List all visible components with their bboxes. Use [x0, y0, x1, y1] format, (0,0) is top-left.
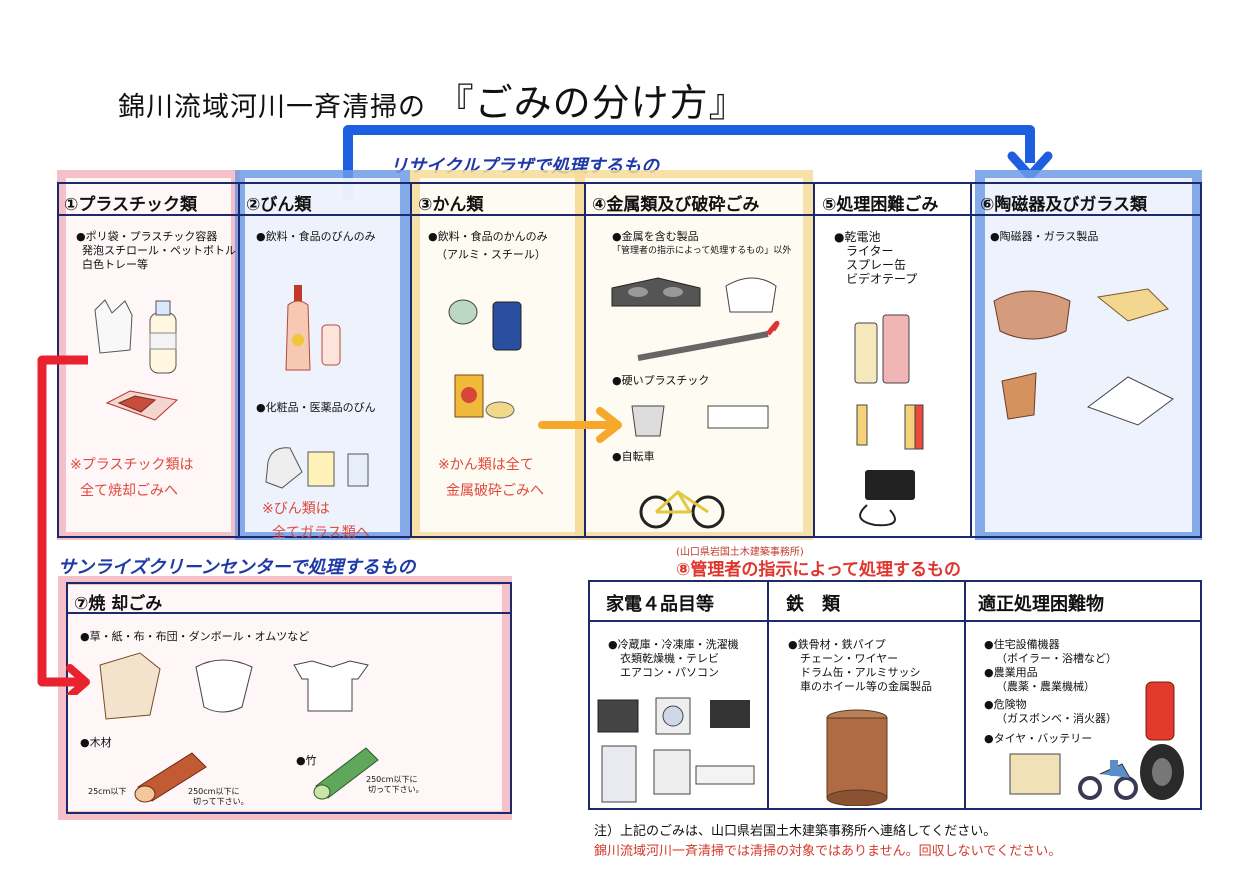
glass-item-1: ●陶磁器・ガラス製品 [990, 230, 1099, 243]
header-plastic: ①プラスチック類 [64, 195, 198, 215]
bicycle-icon [639, 490, 725, 529]
plastic-note-1: ※プラスチック類は [70, 457, 194, 473]
difficult-item-3: スプレー缶 [846, 258, 907, 272]
ceramics-icon [993, 288, 1174, 426]
can-note-1: ※かん類は全て [438, 457, 534, 473]
appliances-icon [597, 697, 755, 803]
metal-item-3: ●自転車 [612, 450, 655, 463]
plastic-bag-bottle-icon [94, 299, 177, 374]
burnable-bamboo: ●竹 [296, 754, 317, 767]
kanrisha-table [588, 580, 1202, 810]
bamboo-dim-b: 切って下さい。 [368, 785, 424, 794]
can-note-2: 金属破砕ごみへ [446, 483, 544, 499]
title-main: 『ごみの分け方』 [435, 81, 748, 125]
iron-item-1: ●鉄骨材・鉄パイプ [788, 638, 886, 651]
plastic-item-1: ●ポリ袋・プラスチック容器 [76, 230, 218, 243]
drum-can-icon [826, 709, 888, 806]
plastic-item-3: 白色トレー等 [82, 258, 148, 271]
iron-item-2: チェーン・ワイヤー [800, 652, 899, 665]
header-special: 適正処理困難物 [978, 594, 1104, 615]
bottle-item-2: ●化粧品・医薬品のびん [256, 401, 376, 414]
metal-item-1-note: 「管理者の指示によって処理するもの」以外 [612, 246, 792, 256]
special-item-6: （ガスボンベ・消火器） [996, 712, 1117, 725]
appliance-item-3: エアコン・パソコン [620, 666, 719, 679]
header-appliance: 家電４品目等 [606, 594, 714, 615]
kanrisha-section-title: ⑧管理者の指示によって処理するもの [676, 560, 962, 580]
metal-item-1: ●金属を含む製品 [612, 230, 699, 243]
special-waste-icon [1009, 681, 1184, 800]
header-metal: ④金属類及び破砕ごみ [592, 195, 760, 215]
page-title: 錦川流域河川一斉清掃の 『ごみの分け方』 [118, 72, 748, 127]
wood-log-icon [134, 752, 207, 803]
can-item-2: （アルミ・スチール） [436, 248, 546, 261]
can-item-1: ●飲料・食品のかんのみ [428, 230, 548, 243]
can-to-metal-arrow [538, 407, 622, 443]
burnable-goods-icon [99, 652, 369, 720]
plastic-item-2: 発泡スチロール・ペットボトル [82, 244, 236, 257]
difficult-item-2: ライター [846, 244, 894, 258]
header-bottle: ②びん類 [246, 195, 312, 215]
special-item-1: ●住宅設備機器 [984, 638, 1060, 651]
bamboo-icon [313, 747, 379, 800]
header-difficult: ⑤処理困難ごみ [822, 195, 939, 215]
special-item-5: ●危険物 [984, 698, 1027, 711]
hard-plastic-icon [631, 405, 769, 437]
tray-icon [105, 390, 179, 421]
iron-item-3: ドラム缶・アルミサッシ [800, 666, 921, 679]
iron-item-4: 車のホイール等の金属製品 [800, 680, 932, 693]
stove-pot-umbrella-icon [611, 277, 780, 361]
special-item-3: ●農業用品 [984, 666, 1038, 679]
wood-dim-2b: 切って下さい。 [193, 797, 249, 806]
cans-icon [448, 299, 522, 419]
bottle-icon [285, 285, 341, 371]
difficult-item-1: ●乾電池 [834, 230, 881, 244]
appliance-item-1: ●冷蔵庫・冷凍庫・洗濯機 [608, 638, 739, 651]
bottle-item-1: ●飲料・食品のびんのみ [256, 230, 376, 243]
plastic-note-2: 全て焼却ごみへ [80, 483, 178, 499]
bottle-note-1: ※びん類は [262, 501, 330, 517]
wood-dim-1: 25cm以下 [88, 787, 127, 796]
special-item-7: ●タイヤ・バッテリー [984, 732, 1093, 745]
title-prefix: 錦川流域河川一斉清掃の [118, 92, 426, 123]
kanrisha-org: (山口県岩国土木建築事務所) [676, 547, 804, 558]
header-glass: ⑥陶磁器及びガラス類 [980, 195, 1148, 215]
cosmetic-bottles-icon [265, 447, 369, 489]
wood-dim-2a: 250cm以下に [188, 787, 240, 796]
burnable-wood: ●木材 [80, 736, 112, 749]
bamboo-dim-a: 250cm以下に [366, 775, 418, 784]
burnable-items: ●草・紙・布・布団・ダンボール・オムツなど [80, 630, 310, 643]
bottle-note-2: 全てガラス類へ [272, 525, 370, 541]
footer-note-2: 錦川流域河川一斉清掃では清掃の対象ではありません。回収しないでください。 [594, 844, 1062, 859]
battery-spray-tape-icon [854, 314, 924, 527]
metal-item-2: ●硬いプラスチック [612, 374, 710, 387]
header-can: ③かん類 [418, 195, 484, 215]
burnable-box [66, 582, 512, 814]
footer-note-1: 注）上記のごみは、山口県岩国土木建築事務所へ連絡してください。 [594, 824, 997, 839]
header-iron: 鉄 類 [786, 594, 840, 615]
special-item-4: （農薬・農業機械） [996, 680, 1095, 693]
difficult-item-4: ビデオテープ [846, 272, 918, 286]
appliance-item-2: 衣類乾燥機・テレビ [620, 652, 719, 665]
plastic-to-burnable-arrow [37, 355, 90, 695]
special-item-2: （ボイラー・浴槽など） [996, 652, 1117, 665]
sunrise-section-title: サンライズクリーンセンターで処理するもの [58, 557, 416, 578]
header-burnable: ⑦焼 却ごみ [74, 594, 163, 614]
